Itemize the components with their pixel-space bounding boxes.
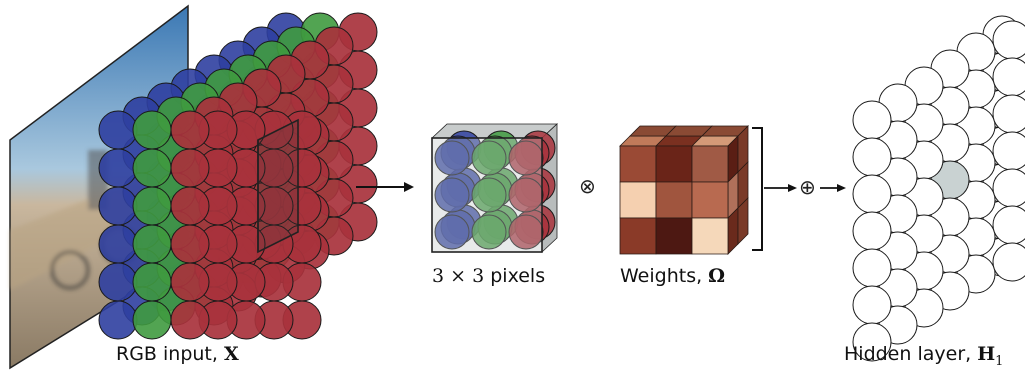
pixels-word: pixels [484, 265, 546, 287]
hidden-unit [992, 94, 1025, 134]
weight-block [691, 145, 729, 183]
hidden-unit [852, 174, 892, 214]
hidden-unit [992, 242, 1025, 282]
weights-bracket [752, 127, 763, 251]
weights-label-text: Weights, [620, 265, 709, 287]
patch-pixel [508, 177, 544, 213]
weight-block [619, 181, 657, 219]
weight-block [619, 217, 657, 255]
weights-cube [619, 125, 749, 255]
patch-pixel [471, 177, 507, 213]
hidden-layer-grid [852, 15, 1025, 362]
green-pixel [132, 300, 172, 340]
hidden-unit [992, 57, 1025, 97]
green-pixel [132, 224, 172, 264]
input-label: RGB input, X [116, 343, 239, 365]
green-pixel [132, 186, 172, 226]
blue-pixel [98, 110, 138, 150]
arrow-to-patch [356, 182, 414, 192]
hidden-unit [852, 211, 892, 251]
red-pixel [170, 186, 210, 226]
hidden-label: Hidden layer, H1 [844, 343, 1003, 369]
red-pixel [170, 300, 210, 340]
multiply-operator: ⊗ [579, 174, 596, 198]
red-pixel [170, 224, 210, 264]
patch-front-face [431, 137, 543, 253]
green-pixel [132, 110, 172, 150]
hidden-label-text: Hidden layer, [844, 343, 978, 365]
patch-pixel [434, 140, 470, 176]
hidden-unit [992, 131, 1025, 171]
patch-pixel [508, 214, 544, 250]
add-operator: ⊕ [799, 175, 816, 199]
weight-block [655, 217, 693, 255]
hidden-unit [852, 322, 892, 362]
hidden-unit [852, 285, 892, 325]
patch-pixel [508, 140, 544, 176]
hidden-unit [992, 168, 1025, 208]
hidden-unit [992, 20, 1025, 60]
hidden-unit [992, 205, 1025, 245]
weight-block [691, 181, 729, 219]
hidden-subscript: 1 [995, 353, 1004, 369]
receptive-field-box [257, 118, 299, 254]
green-pixel [132, 262, 172, 302]
patch-pixel [471, 140, 507, 176]
input-label-text: RGB input, [116, 343, 224, 365]
weight-block-side-back [737, 197, 749, 245]
blue-pixel [98, 224, 138, 264]
weight-block [691, 217, 729, 255]
hidden-unit [852, 100, 892, 140]
weight-block [619, 145, 657, 183]
pixel-patch [430, 123, 559, 253]
red-pixel [170, 110, 210, 150]
weights-label: Weights, Ω [620, 265, 725, 287]
weights-symbol: Ω [708, 265, 726, 287]
arrow-to-hidden [820, 184, 846, 192]
patch-pixel [434, 214, 470, 250]
arrow-to-add [764, 184, 797, 192]
weight-block [655, 145, 693, 183]
input-symbol: X [223, 343, 239, 365]
blue-pixel [98, 300, 138, 340]
pixels-label: 3 × 3 pixels [432, 265, 545, 287]
hidden-unit [852, 137, 892, 177]
hidden-symbol: H [977, 343, 996, 365]
weight-block [655, 181, 693, 219]
pixels-num2: 3 [472, 265, 485, 287]
blue-pixel [98, 148, 138, 188]
red-pixel [170, 148, 210, 188]
blue-pixel [98, 186, 138, 226]
hidden-unit [852, 248, 892, 288]
patch-pixel [471, 214, 507, 250]
patch-pixel [434, 177, 470, 213]
green-pixel [132, 148, 172, 188]
red-pixel [170, 262, 210, 302]
pixels-times: × [444, 265, 473, 287]
blue-pixel [98, 262, 138, 302]
red-channel [170, 12, 378, 340]
pixels-num1: 3 [432, 265, 445, 287]
